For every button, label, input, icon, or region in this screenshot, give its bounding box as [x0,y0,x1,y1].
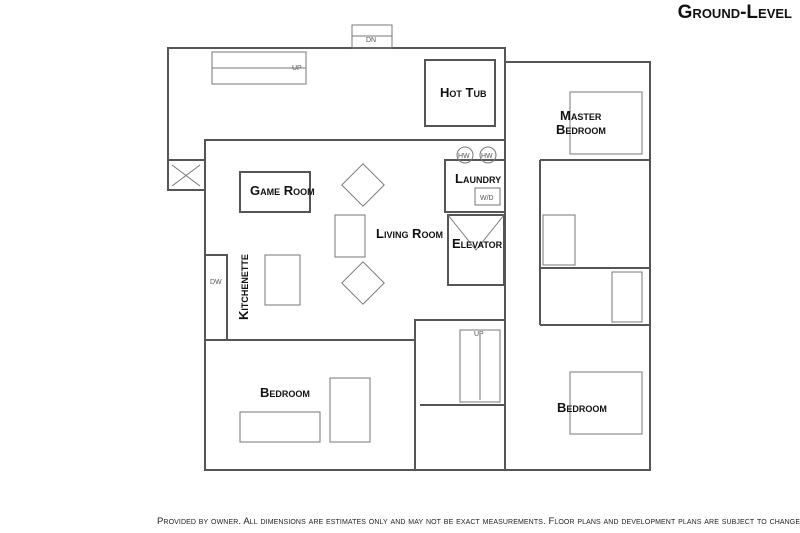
label-hot-tub: Hot Tub [440,85,487,100]
label-bedroom-left: Bedroom [260,385,310,400]
disclaimer-footer: Provided by owner. All dimensions are es… [157,516,800,527]
label-master-bedroom-line1: Master [560,108,602,123]
label-bedroom-right: Bedroom [557,400,607,415]
water-heater-2 [479,146,497,164]
master-bed [569,91,643,155]
label-washer-dryer: W/D [480,195,494,202]
label-water-heater-1: HW [458,153,470,160]
label-master-bedroom-line2: Bedroom [556,122,606,137]
washer-dryer [474,187,501,206]
water-heater-1 [456,146,474,164]
sofa [334,214,366,258]
bedroom-bed [569,371,643,435]
stairs-center: UP [459,329,501,403]
pool-table [239,171,311,213]
walls [167,47,651,471]
bedroom-sofa [239,411,321,443]
label-elevator: Elevator [452,236,503,251]
stairs-left: UP [211,51,307,85]
bathtub [611,271,643,323]
label-water-heater-2: HW [481,153,493,160]
plan-title: Ground-Level [677,2,792,23]
dining-table [264,254,301,306]
bedroom-bed-left [329,377,371,443]
label-kitchenette: Kitchenette [236,254,251,320]
armchair [341,163,385,207]
label-game-room: Game Room [250,183,315,198]
shower [542,214,576,266]
label-laundry: Laundry [455,171,501,186]
hot-tub [424,59,496,127]
stairs-up-label: UP [292,65,302,72]
label-dishwasher: DW [210,279,222,286]
stairs-down-label: DN [366,37,376,44]
label-living-room: Living Room [376,226,443,241]
stairs-top: DN [351,24,393,49]
stairs-center-up-label: UP [474,331,484,338]
armchair [341,261,385,305]
